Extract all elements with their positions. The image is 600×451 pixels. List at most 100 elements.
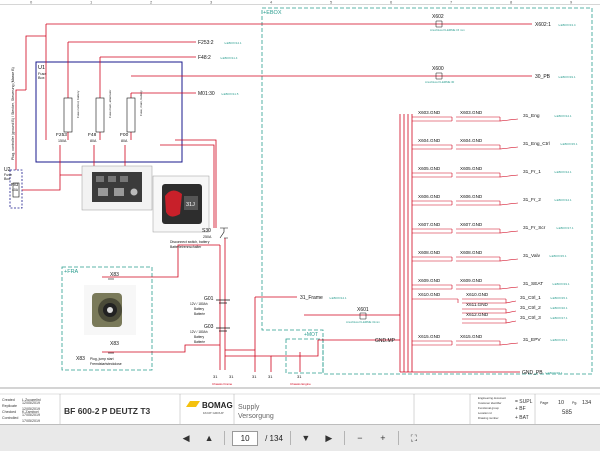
column-ruler-top: 0 1 2 3 4 5 6 7 8 9: [0, 0, 600, 5]
col-number: 9: [570, 0, 573, 5]
switch-s30[interactable]: S30 250A Disconnect switch, battery Batt…: [170, 227, 228, 249]
toolbar-divider: [343, 431, 345, 445]
connector-desc: Anschluss KLEMME 15 mm: [430, 28, 465, 32]
gnd-page-ref: /+EBOX/14.1: [554, 198, 572, 202]
viewer-toolbar: ◀ ▲ 10 / 134 ▼ ▶ − + ⛶: [0, 424, 600, 451]
gnd-output: 31_Eng_Ctrl: [523, 141, 550, 147]
xref-page: /+EBOX/15.1: [545, 371, 563, 375]
gnd-output: 31_SEAT: [523, 281, 543, 287]
gnd-row: X607.GND X607.GND 31_Fr_Scr /+EBOX/17.1: [412, 222, 574, 234]
col-number: 0: [30, 0, 33, 5]
g01-desc: 12V / 180Ah: [190, 302, 208, 306]
prev-page-icon[interactable]: ◀: [182, 432, 190, 443]
sheet-label: Pg.: [572, 401, 577, 405]
page-up-icon[interactable]: ▲: [204, 433, 214, 443]
fuse-tag: F00: [120, 132, 129, 138]
connector-x83-bottom[interactable]: X83 X83 Plug, jump start Fremdstartsteck…: [76, 341, 122, 366]
cross-refs[interactable]: F253:2 /+EBOX/14.1 F48:2 /+EBOX/11.4 M01…: [198, 22, 576, 97]
gnd-row: X611.GND 31_Ctrl_2 /+EBOX/16.1: [462, 302, 568, 314]
col-number: 7: [450, 0, 453, 5]
fuse-f00[interactable]: F00 80A Fuse, main, battery: [120, 90, 143, 143]
x83-tag: X83: [110, 341, 119, 347]
toolbar-divider: [289, 431, 291, 445]
gnd-terminal: X603.GND: [460, 110, 483, 115]
gnd-page-ref: /+EBOX/15.1: [550, 296, 568, 300]
meta-label: Functional group: [478, 406, 499, 410]
gnd-row: X605.GND X605.GND 31_Fr_1 /+EBOX/14.1: [412, 166, 572, 178]
ebox-label: +EBOX: [263, 10, 282, 16]
gnd-page-ref: /+EBOX/19.1: [552, 282, 570, 286]
sheet-title: Supply: [238, 404, 260, 411]
gnd-page-ref: /+EBOX/17.1: [550, 316, 568, 320]
gnd-output: 31_EPV: [523, 337, 541, 343]
doc-number: 585: [562, 410, 573, 416]
fuse-f253[interactable]: F253 150A Fuse control, battery: [56, 90, 80, 143]
xref-gnd-pb[interactable]: GND_PB: [522, 370, 543, 376]
x83-desc: Plug, jump start: [90, 357, 114, 361]
fuse-tag: F48: [88, 132, 97, 138]
term: 31: [229, 374, 234, 379]
gnd-terminal: X612.GND: [466, 312, 489, 317]
xref-page: /+EBOX/11.4: [220, 56, 238, 60]
zoom-out-icon[interactable]: −: [357, 433, 363, 443]
meta-label: Engineering document: [478, 396, 506, 400]
tb-row-label: Replicate: [2, 404, 17, 408]
xref-page: /+EBOX/19.1: [558, 75, 576, 79]
f83-tag: F83: [11, 182, 19, 187]
gnd-page-ref: /+EBOX/15.1: [550, 338, 568, 342]
u2-desc: Box: [4, 177, 10, 181]
fit-page-icon[interactable]: ⛶: [410, 432, 418, 443]
zoom-in-icon[interactable]: +: [380, 433, 386, 443]
connector-x600[interactable]: X600 Anschluss KLEMME 30: [425, 66, 455, 84]
bottom-ground-terminals: 31 31 31 31 31 Chassis Frame Chassis Eng…: [212, 374, 311, 386]
connector-tag: X601: [357, 307, 369, 313]
tb-row-label: Checked: [2, 410, 16, 414]
fuse-f48[interactable]: F48 80A Fuse main, alternator: [88, 90, 112, 143]
fuse-tag: F253: [56, 132, 67, 138]
tb-date: 17/05/2019: [22, 413, 40, 417]
page-down-icon[interactable]: ▼: [301, 433, 311, 443]
s30-rating: 250A: [203, 235, 212, 239]
gnd-row: X606.GND X606.GND 31_Fr_2 /+EBOX/14.1: [412, 194, 572, 206]
gnd-row: X615.GND X615.GND 31_EPV /+EBOX/15.1: [412, 334, 568, 346]
col-number: 8: [510, 0, 513, 5]
meta-label: Customer identifier: [478, 401, 502, 405]
connector-x83-top[interactable]: X83: [108, 272, 119, 280]
battery-g03[interactable]: G03 12V / 180Ah Battery Batterie: [190, 324, 230, 344]
term: 31: [268, 374, 273, 379]
current-page-input[interactable]: 10: [232, 430, 259, 446]
meta-label: Drawing number: [478, 416, 499, 420]
gnd-output: 31_Eng: [523, 113, 540, 119]
next-page-icon[interactable]: ▶: [325, 432, 333, 443]
connector-x601[interactable]: X601 Anschluss KLEMME 31mm: [346, 307, 381, 324]
col-number: 6: [390, 0, 393, 5]
u1-desc: Box: [38, 76, 45, 80]
tb-date: 17/05/2019: [22, 419, 40, 423]
connector-x602[interactable]: X602 Anschluss KLEMME 15 mm: [430, 14, 465, 32]
fra-label: +FRA: [64, 269, 79, 275]
gnd-row: X608.GND X608.GND 31_Valv /+EBOX/15.1: [412, 250, 567, 262]
battery-g01[interactable]: G01 12V / 180Ah Battery Batterie: [190, 296, 230, 316]
schematic-sheet: 0 1 2 3 4 5 6 7 8 9 +EBOX +FRA +MOT U1 F…: [0, 0, 600, 424]
fuse-rating: 80A: [121, 139, 128, 143]
gnd-row: X603.GND X603.GND 31_Eng /+EBOX/14.1: [412, 110, 572, 122]
gnd-terminal: X610.GND: [418, 292, 441, 297]
gnd-terminal: X603.GND: [418, 110, 441, 115]
g03-desc: 12V / 180Ah: [190, 330, 208, 334]
gnd-terminal: X615.GND: [418, 334, 441, 339]
mot-enclosure: +MOT: [285, 332, 324, 374]
jumpstart-plug-photo: [84, 285, 136, 335]
gnd-output: 31_Ctrl_2: [520, 305, 541, 311]
xref-x602-1: X602:1: [535, 22, 551, 28]
gnd-page-ref: /+EBOX/14.1: [554, 114, 572, 118]
gnd-page-ref: /+EBOX/15.1: [560, 142, 578, 146]
tb-row-label: Created: [2, 398, 15, 402]
ground-rows: X603.GND X603.GND 31_Eng /+EBOX/14.1 X60…: [412, 110, 578, 346]
xref-31-frame[interactable]: 31_Frame: [300, 295, 323, 301]
u1-fuse-box[interactable]: U1 Fuse Box: [35, 61, 183, 163]
toolbar-divider: [397, 431, 399, 445]
total-pages: / 134: [265, 433, 283, 443]
gnd-page-ref: /+EBOX/16.1: [550, 306, 568, 310]
u2-fuse-box[interactable]: U2 Fuse Box F83 40A: [4, 167, 23, 209]
page-label: Page: [540, 401, 548, 405]
